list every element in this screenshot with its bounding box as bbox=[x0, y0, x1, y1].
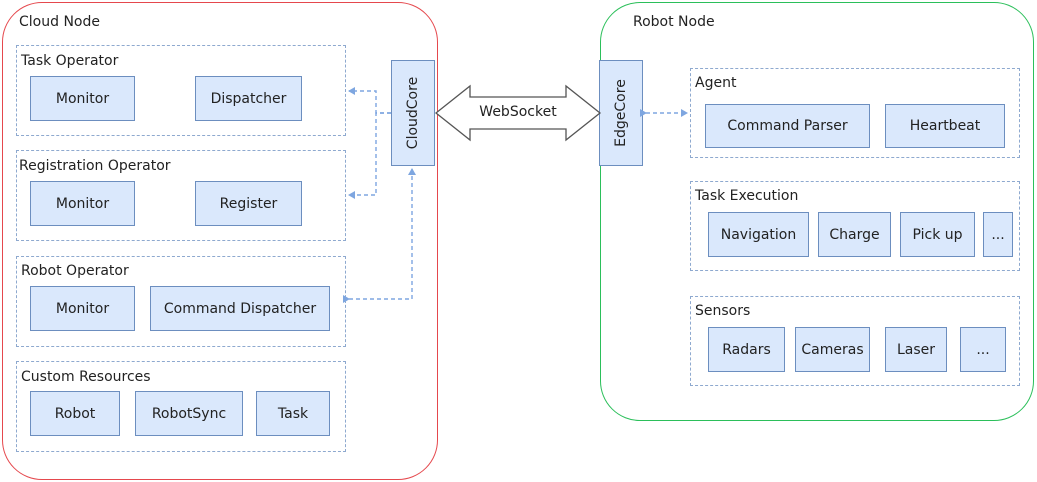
sensors-more: ... bbox=[960, 327, 1006, 372]
agent-title: Agent bbox=[695, 75, 737, 91]
robot-node-title: Robot Node bbox=[633, 14, 715, 30]
task-operator-title: Task Operator bbox=[21, 53, 119, 69]
robot-operator-command-dispatcher: Command Dispatcher bbox=[150, 286, 330, 331]
connector-cloudcore-task-operator bbox=[348, 87, 391, 114]
websocket-label: WebSocket bbox=[479, 104, 557, 120]
custom-resources-task: Task bbox=[256, 391, 330, 436]
registration-operator-register: Register bbox=[195, 181, 302, 226]
connector-robot-operator-cloudcore bbox=[343, 168, 416, 303]
registration-operator-title: Registration Operator bbox=[19, 158, 171, 174]
custom-resources-robot: Robot bbox=[30, 391, 120, 436]
custom-resources-group bbox=[16, 361, 346, 452]
task-execution-group bbox=[690, 181, 1020, 271]
websocket-arrow bbox=[434, 84, 602, 142]
task-execution-charge: Charge bbox=[818, 212, 891, 257]
task-execution-navigation: Navigation bbox=[708, 212, 809, 257]
agent-command-parser: Command Parser bbox=[705, 104, 870, 148]
sensors-group bbox=[690, 296, 1020, 386]
task-execution-pick-up: Pick up bbox=[900, 212, 975, 257]
agent-heartbeat: Heartbeat bbox=[885, 104, 1005, 148]
robot-operator-title: Robot Operator bbox=[21, 263, 129, 279]
task-operator-dispatcher: Dispatcher bbox=[195, 76, 302, 121]
sensors-laser: Laser bbox=[885, 327, 947, 372]
registration-operator-monitor: Monitor bbox=[30, 181, 135, 226]
sensors-title: Sensors bbox=[695, 303, 751, 319]
cloud-node-title: Cloud Node bbox=[19, 14, 100, 30]
custom-resources-robotsync: RobotSync bbox=[135, 391, 243, 436]
task-operator-group bbox=[16, 45, 346, 136]
cloud-node bbox=[2, 2, 438, 480]
task-execution-more: ... bbox=[983, 212, 1013, 257]
task-execution-title: Task Execution bbox=[695, 188, 799, 204]
cloudcore-box: CloudCore bbox=[391, 60, 435, 166]
sensors-radars: Radars bbox=[708, 327, 785, 372]
robot-node bbox=[600, 2, 1034, 421]
custom-resources-title: Custom Resources bbox=[21, 369, 151, 385]
sensors-cameras: Cameras bbox=[795, 327, 870, 372]
task-operator-monitor: Monitor bbox=[30, 76, 135, 121]
agent-group bbox=[690, 68, 1020, 158]
edgecore-box: EdgeCore bbox=[599, 60, 643, 166]
connector-cloudcore-registration-operator bbox=[348, 112, 391, 199]
robot-operator-monitor: Monitor bbox=[30, 286, 135, 331]
